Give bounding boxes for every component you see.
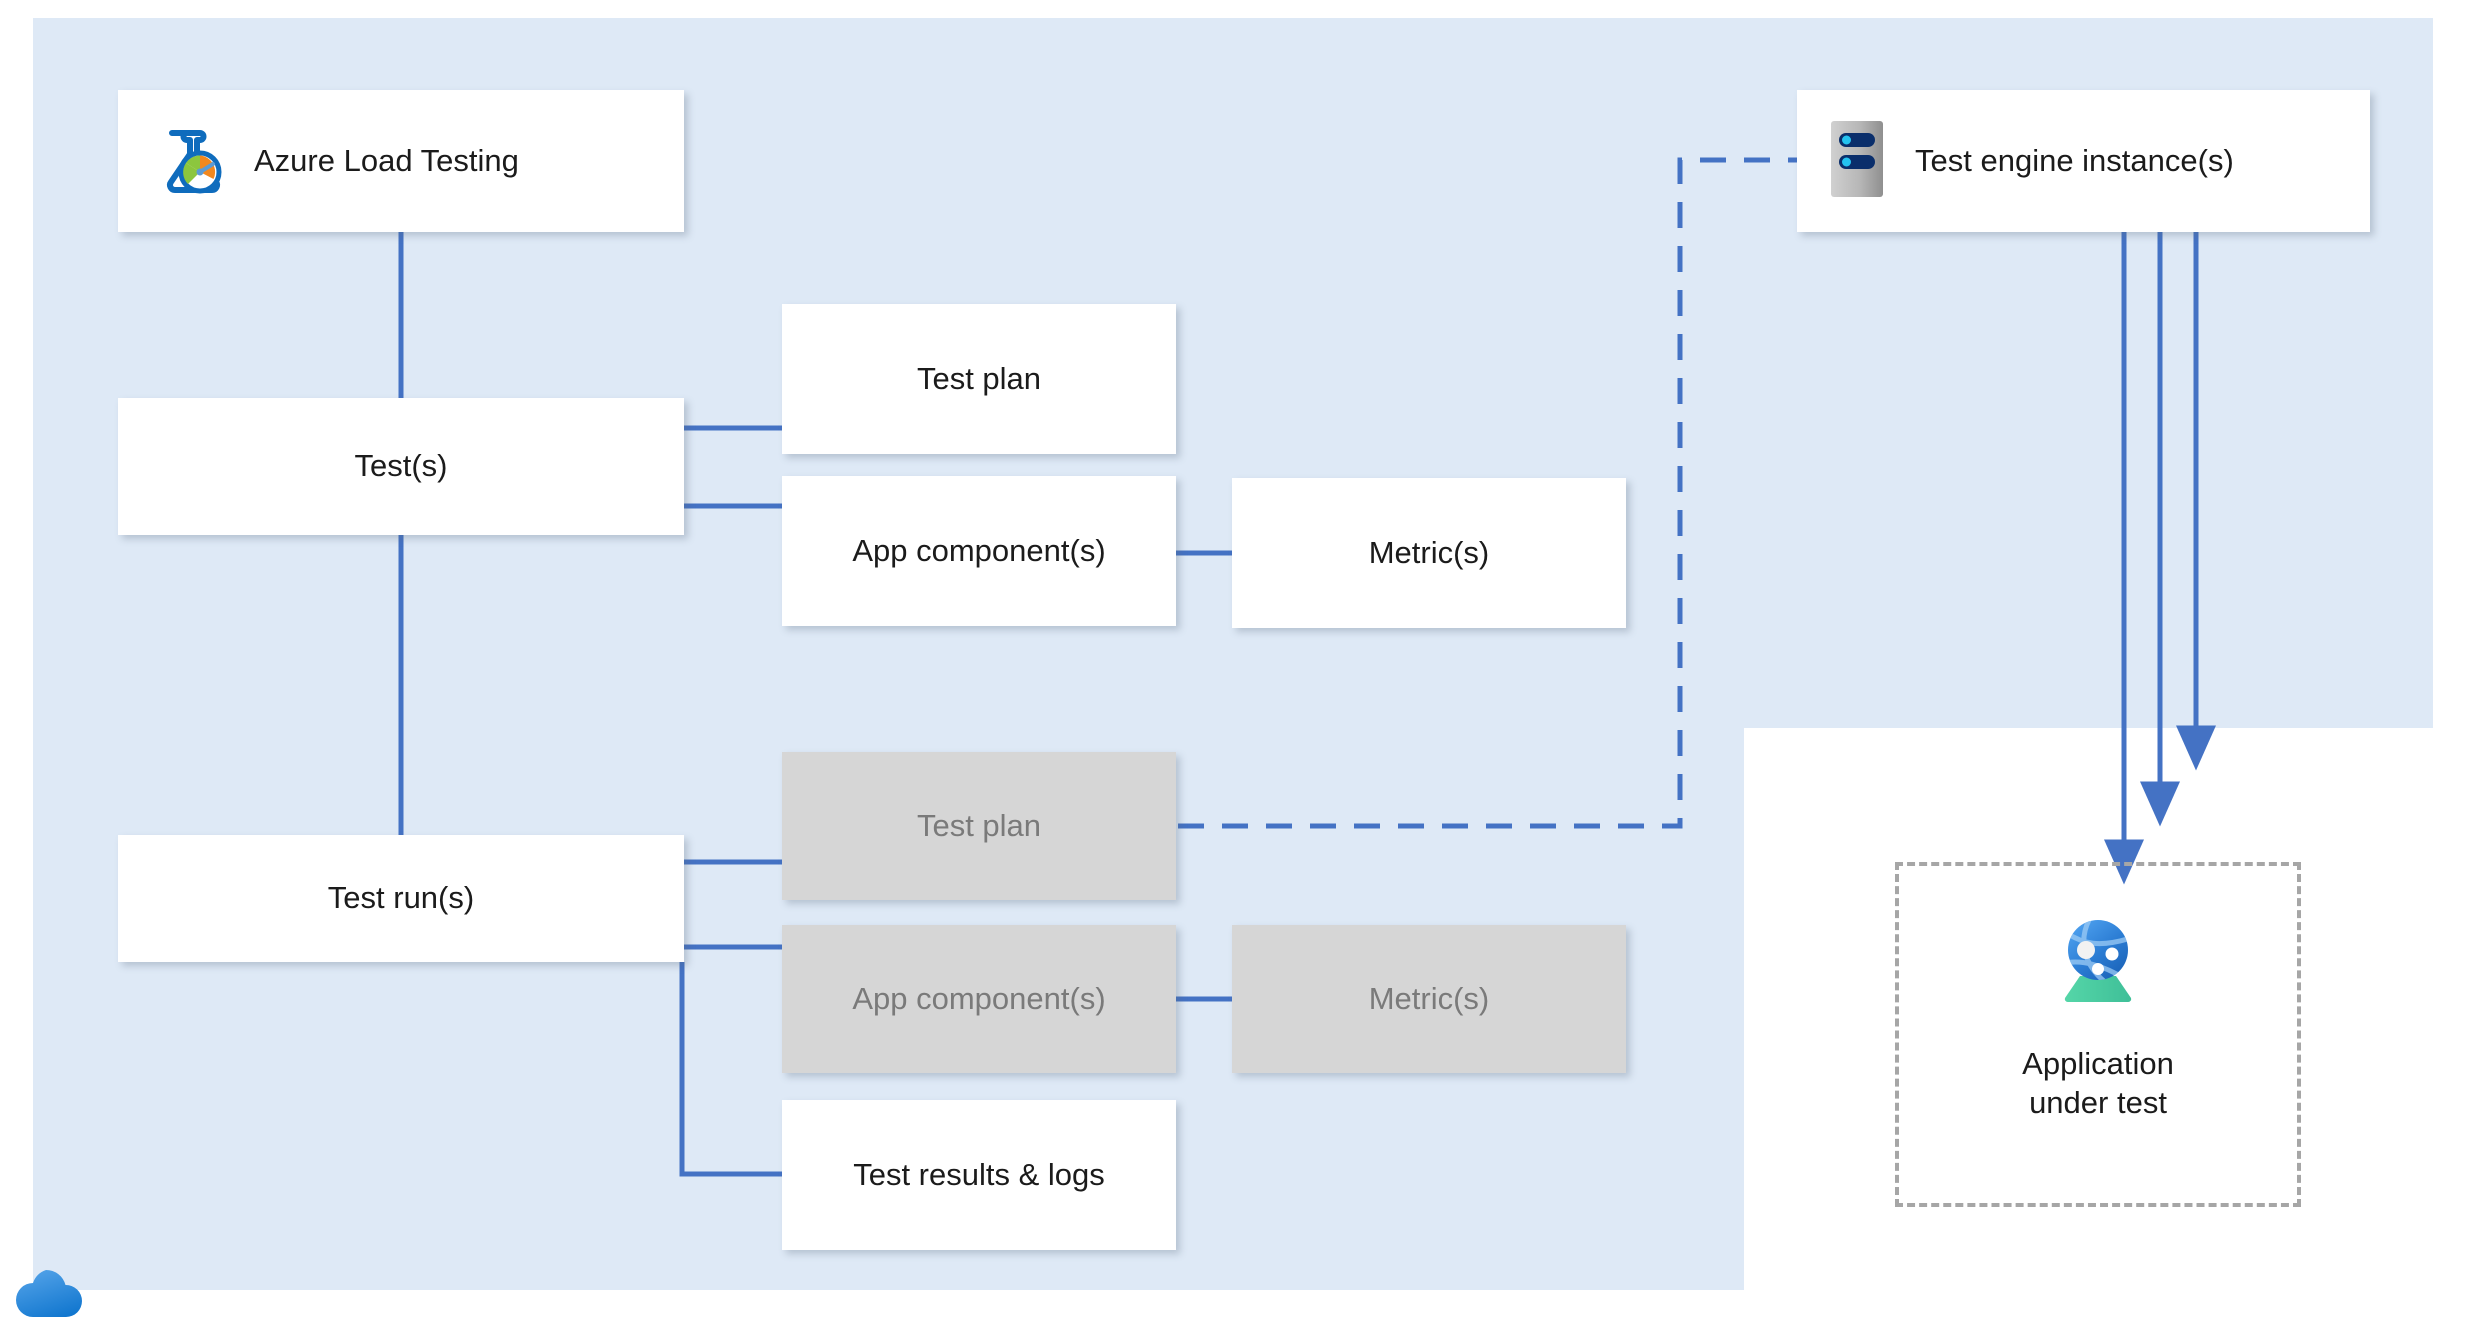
node-label: Test plan bbox=[916, 807, 1042, 843]
node-azure-load-testing[interactable]: Azure Load Testing bbox=[118, 90, 684, 232]
flask-gauge-icon bbox=[150, 122, 224, 201]
node-label: Test run(s) bbox=[327, 880, 475, 916]
globe-network-icon bbox=[2053, 914, 2143, 1007]
node-test-results-logs[interactable]: Test results & logs bbox=[782, 1100, 1176, 1250]
node-label: Metric(s) bbox=[1368, 534, 1490, 570]
node-app-components-snapshot[interactable]: App component(s) bbox=[782, 925, 1176, 1073]
node-label: Application under test bbox=[2022, 1046, 2174, 1120]
node-test-plan[interactable]: Test plan bbox=[782, 304, 1176, 454]
node-label: Metric(s) bbox=[1368, 980, 1490, 1016]
node-label: App component(s) bbox=[852, 980, 1106, 1016]
cloud-icon bbox=[16, 1264, 104, 1325]
node-tests[interactable]: Test(s) bbox=[118, 398, 684, 535]
node-application-under-test[interactable]: Application under test bbox=[1895, 862, 2301, 1207]
node-metrics-snapshot[interactable]: Metric(s) bbox=[1232, 925, 1626, 1073]
node-metrics[interactable]: Metric(s) bbox=[1232, 478, 1626, 628]
node-label: Test results & logs bbox=[853, 1156, 1105, 1192]
node-label: Test engine instance(s) bbox=[1915, 142, 2234, 178]
node-label: Test(s) bbox=[354, 448, 448, 484]
node-app-components[interactable]: App component(s) bbox=[782, 476, 1176, 626]
node-label: Azure Load Testing bbox=[254, 142, 519, 178]
node-test-engine[interactable]: Test engine instance(s) bbox=[1797, 90, 2370, 232]
node-label: Test plan bbox=[916, 360, 1042, 396]
node-test-runs[interactable]: Test run(s) bbox=[118, 835, 684, 962]
node-test-plan-snapshot[interactable]: Test plan bbox=[782, 752, 1176, 900]
server-instance-icon bbox=[1829, 119, 1885, 204]
node-label: App component(s) bbox=[852, 532, 1106, 568]
